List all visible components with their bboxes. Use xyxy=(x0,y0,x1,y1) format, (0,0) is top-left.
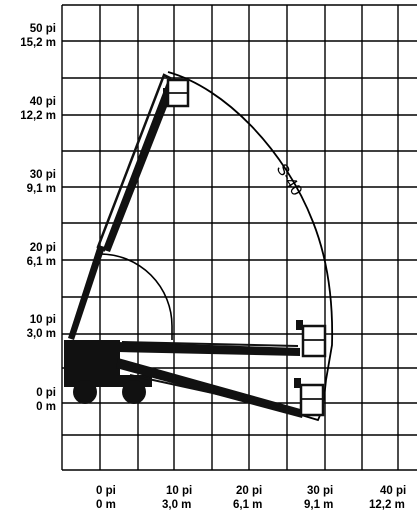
y-tick-m-3: 3,0 m xyxy=(27,328,56,340)
y-tick-m-6: 6,1 m xyxy=(27,256,56,268)
y-tick-ft-30: 30 pi xyxy=(30,169,56,181)
y-tick-m-15: 15,2 m xyxy=(20,37,56,49)
horizontal-boom xyxy=(118,342,300,356)
y-tick-m-12: 12,2 m xyxy=(20,110,56,122)
x-tick-ft-30: 30 pi xyxy=(307,485,333,497)
raised-boom-upper xyxy=(96,73,172,252)
y-tick-ft-20: 20 pi xyxy=(30,242,56,254)
x-tick-m-0: 0 m xyxy=(96,499,116,511)
front-wheel xyxy=(122,380,146,404)
x-axis-labels: 0 pi 0 m 10 pi 3,0 m 20 pi 6,1 m 30 pi 9… xyxy=(96,485,406,511)
y-tick-ft-0: 0 pi xyxy=(36,387,56,399)
y-tick-ft-50: 50 pi xyxy=(30,23,56,35)
x-tick-m-3: 3,0 m xyxy=(162,499,191,511)
y-tick-m-0: 0 m xyxy=(36,401,56,413)
y-tick-ft-10: 10 pi xyxy=(30,314,56,326)
y-axis-labels: 50 pi 15,2 m 40 pi 12,2 m 30 pi 9,1 m 20… xyxy=(20,23,56,413)
raised-boom xyxy=(68,245,105,340)
rear-wheel xyxy=(73,380,97,404)
boom-lift-machine xyxy=(64,73,304,418)
platform-top xyxy=(163,78,190,108)
x-tick-ft-10: 10 pi xyxy=(166,485,192,497)
x-tick-m-6: 6,1 m xyxy=(233,499,262,511)
raised-boom-arm xyxy=(104,84,176,252)
x-tick-ft-20: 20 pi xyxy=(236,485,262,497)
x-tick-ft-40: 40 pi xyxy=(380,485,406,497)
inner-envelope-arc xyxy=(99,253,173,340)
y-tick-ft-40: 40 pi xyxy=(30,96,56,108)
x-tick-m-12: 12,2 m xyxy=(369,499,405,511)
x-tick-ft-0: 0 pi xyxy=(96,485,116,497)
platform-low xyxy=(294,378,325,417)
chassis xyxy=(64,340,120,376)
x-tick-m-9: 9,1 m xyxy=(304,499,333,511)
y-tick-m-9: 9,1 m xyxy=(27,183,56,195)
platform-mid xyxy=(296,320,327,358)
